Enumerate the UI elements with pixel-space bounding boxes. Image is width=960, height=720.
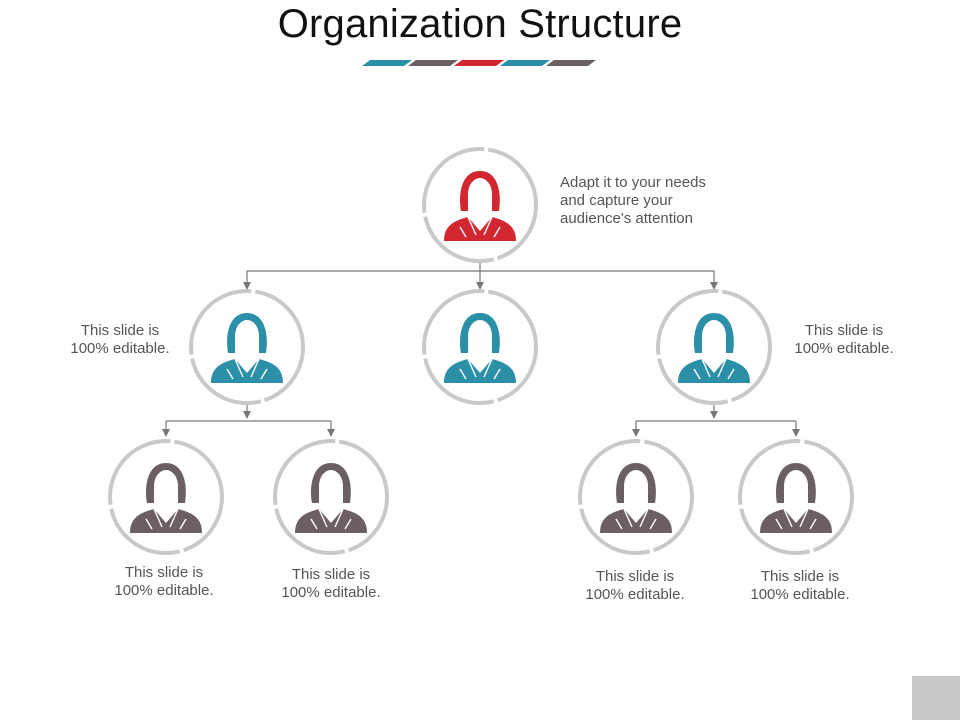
level3-caption-1: This slide is 100% editable. bbox=[114, 564, 214, 599]
title-accent-bar bbox=[362, 60, 596, 66]
level3-caption-2: This slide is 100% editable. bbox=[281, 566, 381, 601]
level2-caption-1: This slide is 100% editable. bbox=[70, 322, 170, 357]
businesswoman-icon bbox=[760, 463, 832, 533]
page-title: Organization Structure bbox=[277, 2, 683, 46]
node-level3-1 bbox=[108, 439, 224, 555]
level3-caption-3: This slide is 100% editable. bbox=[585, 568, 685, 603]
businesswoman-icon bbox=[130, 463, 202, 533]
accent-segment-5 bbox=[546, 60, 596, 66]
accent-segment-1 bbox=[362, 60, 412, 66]
accent-segment-2 bbox=[408, 60, 458, 66]
accent-segment-4 bbox=[500, 60, 550, 66]
node-level2-2 bbox=[422, 289, 538, 405]
level2-caption-3: This slide is 100% editable. bbox=[794, 322, 894, 357]
businesswoman-icon bbox=[600, 463, 672, 533]
businesswoman-icon bbox=[211, 313, 283, 383]
node-top bbox=[422, 147, 538, 263]
node-level3-3 bbox=[578, 439, 694, 555]
node-level3-4 bbox=[738, 439, 854, 555]
node-level2-3 bbox=[656, 289, 772, 405]
node-level2-1 bbox=[189, 289, 305, 405]
accent-segment-3 bbox=[454, 60, 504, 66]
level3-caption-4: This slide is 100% editable. bbox=[750, 568, 850, 603]
top-node-caption: Adapt it to your needs and capture your … bbox=[560, 174, 706, 227]
corner-block bbox=[912, 676, 960, 720]
node-level3-2 bbox=[273, 439, 389, 555]
businesswoman-icon bbox=[678, 313, 750, 383]
connector-lines bbox=[162, 261, 800, 437]
businesswoman-icon bbox=[295, 463, 367, 533]
org-nodes bbox=[108, 147, 854, 555]
businesswoman-icon bbox=[444, 313, 516, 383]
businesswoman-icon bbox=[444, 171, 516, 241]
